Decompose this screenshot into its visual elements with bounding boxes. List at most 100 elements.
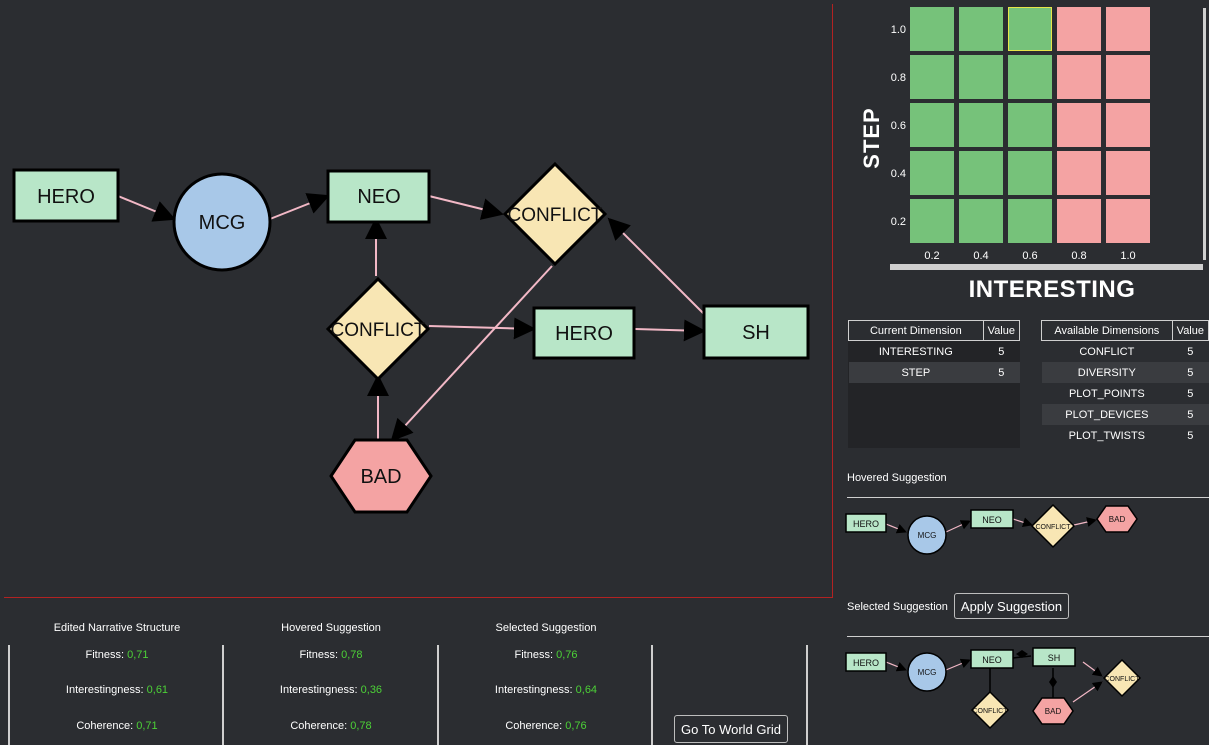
dimension-value: 5: [998, 345, 1005, 358]
table-row[interactable]: PLOT_DEVICES 5: [1041, 404, 1209, 425]
grid-cell[interactable]: [1057, 151, 1101, 195]
mini-node-conflict: CONFLICT: [1030, 503, 1076, 549]
available-dimensions-table: Available Dimensions Value CONFLICT 5 DI…: [1041, 320, 1209, 446]
grid-cell[interactable]: [1106, 199, 1150, 243]
table-row[interactable]: PLOT_POINTS 5: [1042, 383, 1209, 404]
selected-suggestion-graph[interactable]: HERO MCG NEO SH CONFLICT CONFLICT BAD: [840, 640, 1209, 740]
table-row[interactable]: PLOT_TWISTS 5: [1042, 425, 1209, 446]
y-tick: 0.8: [890, 72, 906, 84]
table-row[interactable]: INTERESTING 5: [849, 341, 1020, 363]
dimension-value: 5: [1187, 387, 1194, 400]
grid-cell[interactable]: [910, 55, 954, 99]
svg-text:HERO: HERO: [37, 186, 95, 208]
grid-cell[interactable]: [910, 199, 954, 243]
node-hero-2[interactable]: HERO: [532, 306, 636, 360]
mini-node-mcg: MCG: [907, 652, 947, 692]
stats-title: Edited Narrative Structure: [53, 622, 181, 634]
grid-cell[interactable]: [1057, 103, 1101, 147]
mini-node-bad: BAD: [1032, 697, 1074, 725]
node-sh[interactable]: SH: [702, 304, 810, 360]
grid-cell[interactable]: [1008, 103, 1052, 147]
grid-cell[interactable]: [959, 103, 1003, 147]
node-conflict-mid[interactable]: CONFLICT: [325, 276, 431, 382]
grid-cell[interactable]: [1008, 199, 1052, 243]
svg-text:NEO: NEO: [357, 186, 400, 208]
horizontal-scrollbar[interactable]: [890, 264, 1203, 270]
grid-cell[interactable]: [959, 199, 1003, 243]
header-value: Value: [982, 320, 1021, 341]
selected-suggestion-label: Selected Suggestion: [847, 601, 948, 613]
table-row[interactable]: CONFLICT 5: [1042, 341, 1209, 363]
mini-node-sh: SH: [1032, 647, 1076, 667]
svg-text:MCG: MCG: [918, 668, 937, 677]
stats-title: Hovered Suggestion: [281, 622, 381, 634]
current-dimensions-table: Current Dimension Value INTERESTING 5 ST…: [848, 320, 1021, 383]
hovered-suggestion-graph[interactable]: HERO MCG NEO CONFLICT BAD: [840, 500, 1209, 560]
svg-text:CONFLICT: CONFLICT: [1036, 524, 1072, 531]
grid-cell[interactable]: [910, 103, 954, 147]
grid-cell[interactable]: [1057, 55, 1101, 99]
grid-cell[interactable]: [1008, 55, 1052, 99]
grid-cell[interactable]: [1106, 151, 1150, 195]
svg-text:HERO: HERO: [555, 323, 613, 345]
interestingness-label: Interestingness:: [494, 684, 573, 696]
fitness-line: Fitness: 0,78: [224, 649, 438, 661]
y-tick: 0.4: [890, 168, 906, 180]
node-hero[interactable]: HERO: [12, 168, 120, 223]
interestingness-label: Interestingness:: [279, 684, 358, 696]
dimension-name: PLOT_POINTS: [1068, 387, 1145, 400]
narrative-graph: HERO MCG NEO CONFLICT CONFLICT HERO SH: [12, 161, 810, 514]
grid-cell[interactable]: [910, 7, 954, 51]
y-axis-label: STEP: [859, 107, 884, 169]
node-neo[interactable]: NEO: [326, 169, 431, 224]
vertical-scrollbar[interactable]: [1203, 8, 1206, 260]
mini-node-neo: NEO: [970, 649, 1014, 669]
grid-cell[interactable]: [1106, 55, 1150, 99]
grid-cell[interactable]: [1057, 199, 1101, 243]
hovered-suggestion-label: Hovered Suggestion: [847, 472, 947, 484]
node-mcg[interactable]: MCG: [172, 172, 272, 272]
grid-cell[interactable]: [1008, 151, 1052, 195]
fitness-value: 0,71: [127, 649, 149, 661]
grid-cell[interactable]: [959, 7, 1003, 51]
fitness-label: Fitness:: [514, 649, 554, 661]
fitness-value: 0,78: [341, 649, 363, 661]
grid-cell[interactable]: [959, 151, 1003, 195]
node-bad[interactable]: BAD: [329, 438, 433, 514]
dimension-value: 5: [1187, 366, 1194, 379]
coherence-line: Coherence: 0,78: [224, 720, 438, 732]
svg-text:MCG: MCG: [199, 212, 246, 234]
go-to-world-grid-button[interactable]: Go To World Grid: [674, 715, 788, 743]
interestingness-value: 0,61: [146, 684, 169, 696]
grid-cell[interactable]: [1008, 7, 1052, 51]
grid-cell[interactable]: [959, 55, 1003, 99]
table-row[interactable]: STEP 5: [848, 362, 1020, 383]
fitness-line: Fitness: 0,71: [10, 649, 224, 661]
fitness-value: 0,76: [556, 649, 578, 661]
dimension-name: DIVERSITY: [1077, 366, 1136, 379]
narrative-graph-canvas[interactable]: HERO MCG NEO CONFLICT CONFLICT HERO SH: [4, 4, 833, 598]
divider: [437, 645, 439, 745]
stats-edited-structure: Edited Narrative Structure Fitness: 0,71…: [10, 602, 224, 745]
svg-text:BAD: BAD: [1109, 515, 1126, 524]
dimension-name: PLOT_TWISTS: [1068, 429, 1146, 442]
mini-node-hero: HERO: [845, 513, 887, 533]
table-row[interactable]: DIVERSITY 5: [1041, 362, 1209, 383]
x-tick: 0.6: [1022, 250, 1038, 262]
edge-hero-mcg: [117, 195, 176, 222]
grid-cell[interactable]: [1057, 7, 1101, 51]
node-conflict-top[interactable]: CONFLICT: [502, 161, 608, 267]
y-tick: 0.2: [890, 216, 906, 228]
svg-text:BAD: BAD: [1045, 707, 1062, 716]
x-tick: 0.4: [973, 250, 989, 262]
apply-suggestion-button[interactable]: Apply Suggestion: [954, 593, 1069, 619]
coherence-label: Coherence:: [76, 720, 134, 732]
edge-hero-sh: [633, 319, 706, 342]
grid-cell[interactable]: [1106, 103, 1150, 147]
y-tick: 1.0: [890, 24, 906, 36]
divider: [651, 645, 653, 745]
grid-cell[interactable]: [910, 151, 954, 195]
svg-text:CONFLICT: CONFLICT: [973, 708, 1009, 715]
grid-cell[interactable]: [1106, 7, 1150, 51]
interestingness-line: Interestingness: 0,61: [10, 684, 224, 696]
